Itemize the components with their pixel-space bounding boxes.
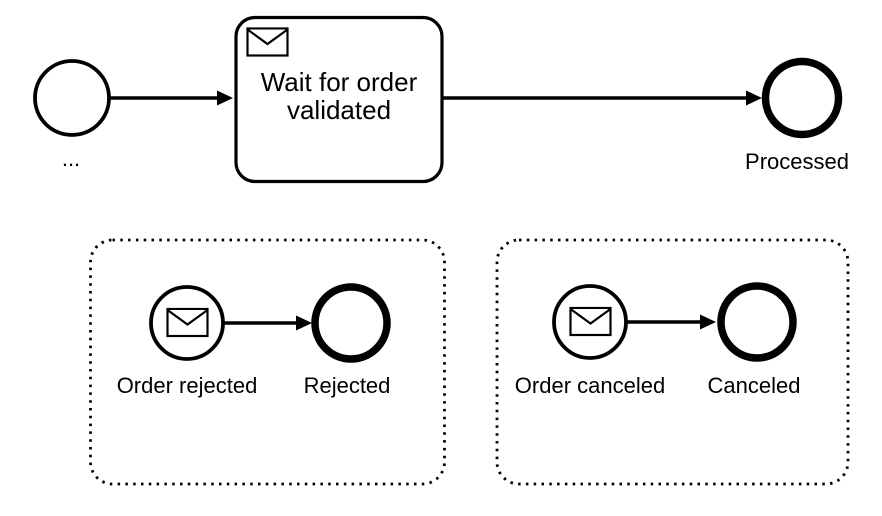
end-event-rejected [311, 283, 391, 363]
end-event-canceled-label: Canceled [708, 373, 801, 398]
message-start-event-canceled [552, 284, 628, 360]
sequence-flow-canceled [627, 314, 716, 330]
start-event-label: ... [62, 146, 80, 171]
arrowhead-icon [296, 315, 312, 331]
end-event-processed-label: Processed [745, 149, 849, 174]
arrowhead-icon [217, 90, 233, 106]
message-envelope-icon [569, 306, 612, 337]
task-wait-for-order: Wait for order validated [234, 15, 444, 184]
message-envelope-icon [246, 27, 289, 57]
start-event [33, 59, 111, 137]
task-label-line1: Wait for order [261, 67, 418, 97]
message-start-event-rejected-label: Order rejected [117, 373, 258, 398]
event-subprocess-rejected: Order rejected Rejected [89, 238, 446, 486]
event-subprocess-boundary [89, 238, 446, 486]
arrowhead-icon [746, 90, 762, 106]
end-event-rejected-label: Rejected [304, 373, 391, 398]
end-event-processed [761, 57, 843, 139]
end-event-canceled [717, 282, 797, 362]
sequence-flow-rejected [224, 315, 312, 331]
task-label-line2: validated [287, 95, 391, 125]
main-flow: ... Wait for order validated [33, 15, 849, 184]
sequence-flow-task-to-end [442, 90, 762, 106]
event-subprocess-canceled: Order canceled Canceled [495, 238, 850, 486]
event-subprocess-boundary [495, 238, 850, 486]
message-start-event-canceled-label: Order canceled [515, 373, 665, 398]
arrowhead-icon [700, 314, 716, 330]
message-start-event-rejected [149, 285, 225, 361]
message-envelope-icon [166, 307, 209, 338]
sequence-flow-start-to-task [109, 90, 233, 106]
